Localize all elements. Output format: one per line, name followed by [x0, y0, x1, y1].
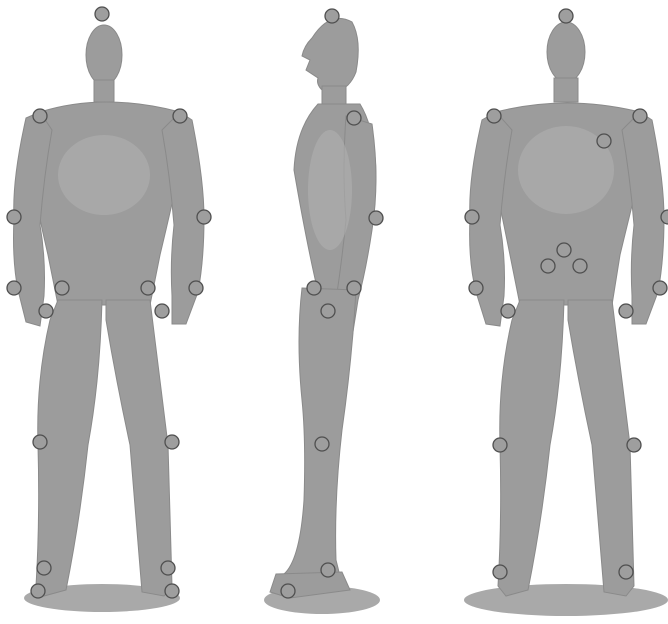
side-view-marker-1	[325, 9, 339, 23]
front-view-marker-15	[161, 561, 175, 575]
back-view-marker-5	[465, 210, 479, 224]
back-view-marker-4	[597, 134, 611, 148]
side-view-marker-9	[281, 584, 295, 598]
front-view-marker-10	[39, 304, 53, 318]
back-view-marker-8	[541, 259, 555, 273]
front-head	[86, 25, 122, 85]
front-view-marker-7	[55, 281, 69, 295]
back-figure	[470, 22, 664, 596]
back-floor-shadow	[464, 584, 668, 616]
side-torso-shading	[308, 130, 352, 250]
back-view-marker-2	[487, 109, 501, 123]
back-view-marker-15	[627, 438, 641, 452]
front-chest-shading	[58, 135, 150, 215]
back-view-marker-13	[619, 304, 633, 318]
side-view-marker-6	[321, 304, 335, 318]
side-head	[302, 18, 358, 92]
side-view-marker-5	[347, 281, 361, 295]
side-view	[264, 18, 380, 614]
front-view-marker-2	[33, 109, 47, 123]
front-view-marker-8	[141, 281, 155, 295]
front-view-marker-13	[165, 435, 179, 449]
back-view-marker-10	[469, 281, 483, 295]
back-neck	[554, 78, 578, 102]
front-view-marker-9	[189, 281, 203, 295]
side-view-marker-2	[347, 111, 361, 125]
front-neck	[94, 80, 114, 102]
front-view-marker-6	[7, 281, 21, 295]
front-view-marker-5	[197, 210, 211, 224]
back-view-marker-12	[501, 304, 515, 318]
front-right-leg	[106, 300, 172, 596]
back-right-leg	[568, 300, 634, 596]
front-view-marker-11	[155, 304, 169, 318]
back-view-marker-17	[619, 565, 633, 579]
back-view-marker-11	[653, 281, 667, 295]
back-view-marker-14	[493, 438, 507, 452]
front-view-marker-17	[165, 584, 179, 598]
back-view-marker-3	[633, 109, 647, 123]
back-view-marker-16	[493, 565, 507, 579]
back-head	[547, 22, 585, 82]
side-view-marker-4	[307, 281, 321, 295]
front-view-marker-16	[31, 584, 45, 598]
front-view-marker-1	[95, 7, 109, 21]
front-left-leg	[36, 300, 102, 596]
side-view-marker-3	[369, 211, 383, 225]
back-left-leg	[498, 300, 564, 596]
side-view-marker-7	[315, 437, 329, 451]
front-view-marker-12	[33, 435, 47, 449]
side-leg	[284, 288, 356, 582]
front-view-marker-4	[7, 210, 21, 224]
front-view-marker-3	[173, 109, 187, 123]
front-view-marker-14	[37, 561, 51, 575]
back-view-marker-9	[573, 259, 587, 273]
back-view-marker-1	[559, 9, 573, 23]
back-view-marker-7	[557, 243, 571, 257]
side-view-marker-8	[321, 563, 335, 577]
